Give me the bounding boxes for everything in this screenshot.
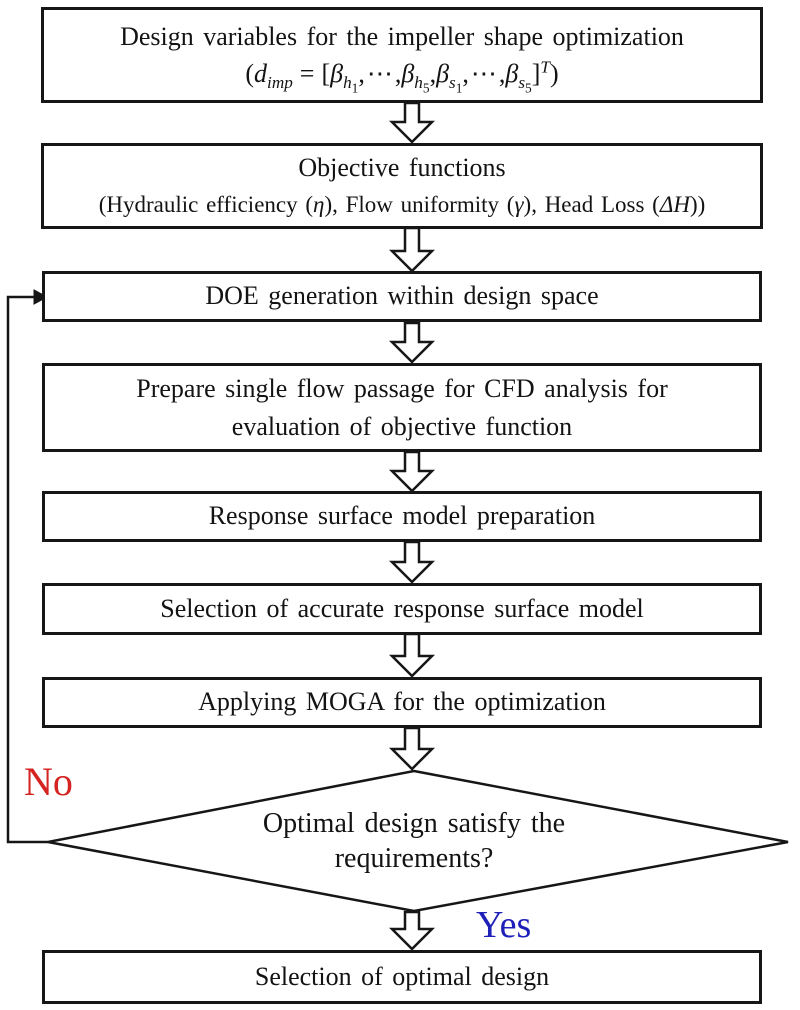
step-label: Design variables for the impeller shape … (120, 21, 684, 51)
step-box-objective-functions: Objective functions (Hydraulic efficienc… (41, 143, 763, 229)
loop-arrowhead-icon (33, 289, 49, 305)
decision-label: Optimal design satisfy the requirements? (262, 808, 566, 874)
step-label: Objective functions (298, 153, 506, 183)
step-box-doe-generation: DOE generation within design space (42, 271, 762, 322)
step-label: Prepare single flow passage for CFD anal… (136, 373, 668, 441)
step-box-design-variables: Design variables for the impeller shape … (41, 7, 763, 103)
flow-arrow-6 (388, 632, 436, 678)
design-variables-formula: (dimp=[βh1,⋯,βh5,βs1,⋯,βs5]T) (245, 57, 559, 96)
decision-diamond (47, 769, 789, 913)
step-box-final-selection: Selection of optimal design (42, 950, 762, 1004)
flow-arrow-2 (388, 226, 436, 273)
step-box-response-surface-preparation: Response surface model preparation (42, 491, 762, 542)
step-label: Selection of optimal design (254, 961, 550, 991)
branch-label-no: No (24, 759, 73, 804)
step-label: Response surface model preparation (208, 501, 596, 531)
step-label: DOE generation within design space (205, 281, 599, 311)
step-box-response-surface-selection: Selection of accurate response surface m… (42, 583, 762, 635)
flow-arrow-3 (388, 321, 436, 364)
flow-arrow-5 (388, 540, 436, 584)
step-box-cfd-analysis: Prepare single flow passage for CFD anal… (42, 363, 762, 452)
objective-functions-detail: (Hydraulic efficiency (η), Flow uniformi… (98, 191, 706, 217)
step-label: Selection of accurate response surface m… (160, 593, 644, 623)
flow-arrow-7 (388, 726, 436, 771)
flow-arrow-1 (388, 101, 436, 144)
loop-line (6, 295, 48, 844)
flow-arrow-4 (388, 450, 436, 493)
flow-arrow-8 (388, 910, 436, 951)
step-label: Applying MOGA for the optimization (198, 687, 606, 717)
step-box-moga-optimization: Applying MOGA for the optimization (42, 677, 762, 728)
branch-label-yes: Yes (476, 904, 532, 946)
